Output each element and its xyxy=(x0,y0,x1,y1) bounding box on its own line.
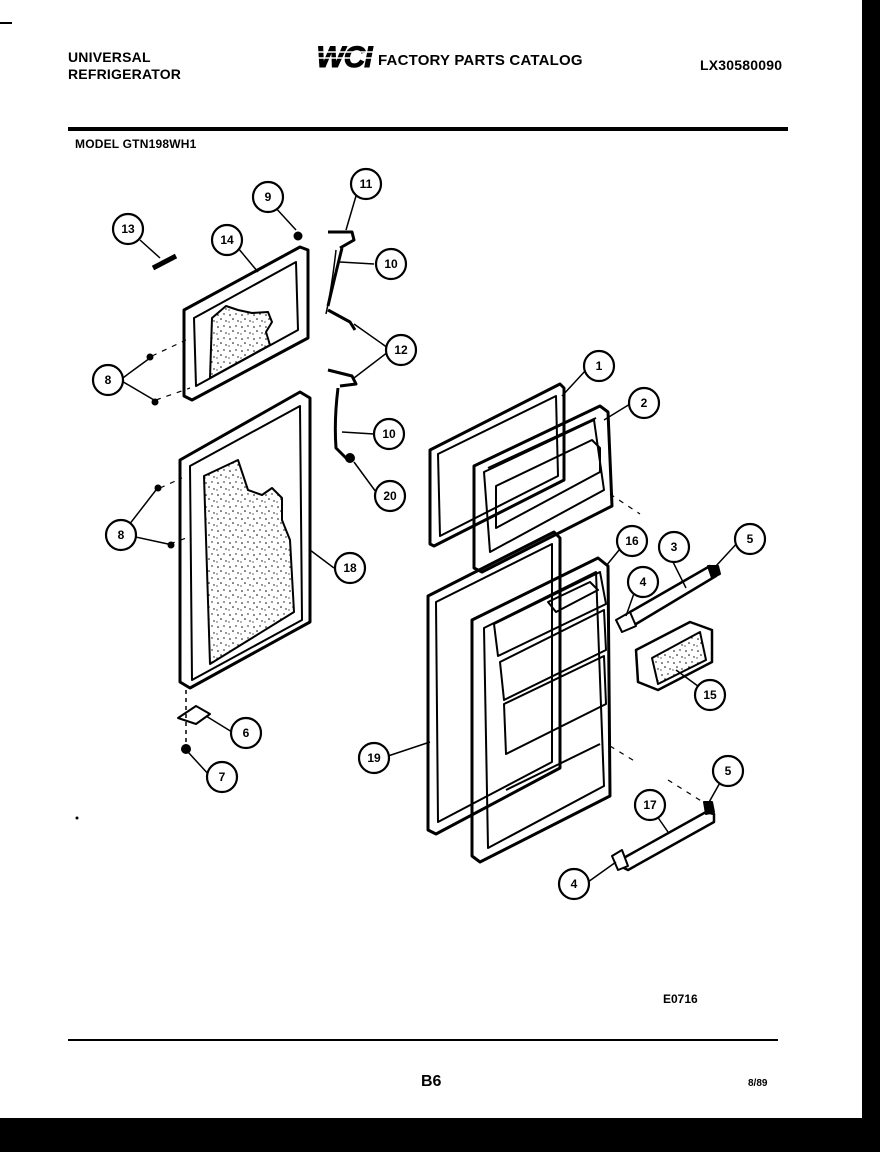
svg-text:6: 6 xyxy=(243,726,250,740)
lower-handle-bracket xyxy=(327,368,358,464)
callout-11: 11 xyxy=(349,167,383,201)
callout-1: 1 xyxy=(582,349,616,383)
callout-8-lower: 8 xyxy=(104,518,138,552)
catalog-number: LX30580090 xyxy=(700,57,783,73)
svg-text:5: 5 xyxy=(747,532,754,546)
footer-rule xyxy=(68,1039,778,1041)
brand-name: UNIVERSAL REFRIGERATOR xyxy=(68,49,181,83)
callout-4-lower: 4 xyxy=(557,867,591,901)
butter-compartment xyxy=(634,620,714,692)
svg-text:10: 10 xyxy=(384,257,398,271)
callout-15: 15 xyxy=(693,678,727,712)
scan-border-bottom xyxy=(0,1118,880,1152)
callout-6: 6 xyxy=(229,716,263,750)
svg-text:11: 11 xyxy=(360,177,373,191)
svg-text:12: 12 xyxy=(394,343,408,357)
header-rule xyxy=(68,127,788,131)
callout-17: 17 xyxy=(633,788,667,822)
freezer-rail xyxy=(151,253,178,271)
callout-12: 12 xyxy=(384,333,418,367)
page-number: B6 xyxy=(421,1073,442,1090)
drawing-code: E0716 xyxy=(663,992,698,1006)
callout-8-upper: 8 xyxy=(91,363,125,397)
svg-text:8: 8 xyxy=(105,373,112,387)
callout-2: 2 xyxy=(627,386,661,420)
callout-4-upper: 4 xyxy=(626,565,660,599)
svg-text:14: 14 xyxy=(220,233,234,247)
svg-text:5: 5 xyxy=(725,764,732,778)
svg-text:1: 1 xyxy=(596,359,603,373)
hinge-screw xyxy=(181,744,191,754)
svg-text:4: 4 xyxy=(640,575,647,589)
callout-5-lower: 5 xyxy=(711,754,745,788)
svg-text:16: 16 xyxy=(625,534,639,548)
svg-text:7: 7 xyxy=(219,770,226,784)
callout-10-upper: 10 xyxy=(374,247,408,281)
svg-text:19: 19 xyxy=(367,751,381,765)
catalog-title: FACTORY PARTS CATALOG xyxy=(378,52,583,69)
brand-line-2: REFRIGERATOR xyxy=(68,66,182,82)
door-shelf-lower xyxy=(618,810,716,872)
svg-text:18: 18 xyxy=(343,561,357,575)
screw xyxy=(293,231,303,241)
svg-text:17: 17 xyxy=(643,798,657,812)
callout-7: 7 xyxy=(205,760,239,794)
freezer-door-liner xyxy=(182,245,310,402)
svg-text:4: 4 xyxy=(571,877,578,891)
callout-18: 18 xyxy=(333,551,367,585)
callout-20: 20 xyxy=(373,479,407,513)
callout-16: 16 xyxy=(615,524,649,558)
svg-text:3: 3 xyxy=(671,540,678,554)
svg-text:13: 13 xyxy=(121,222,135,236)
callout-14: 14 xyxy=(210,223,244,257)
callout-13: 13 xyxy=(111,212,145,246)
callout-10-lower: 10 xyxy=(372,417,406,451)
svg-text:15: 15 xyxy=(703,688,717,702)
fresh-food-door xyxy=(470,556,612,864)
fresh-food-door-liner xyxy=(178,390,312,690)
bottom-hinge xyxy=(177,705,211,725)
callout-3: 3 xyxy=(657,530,691,564)
revision-date: 8/89 xyxy=(748,1078,768,1089)
freezer-door xyxy=(472,404,614,574)
svg-text:2: 2 xyxy=(641,396,648,410)
scan-mark xyxy=(0,22,12,24)
svg-text:8: 8 xyxy=(118,528,125,542)
svg-text:10: 10 xyxy=(382,427,396,441)
svg-text:20: 20 xyxy=(383,489,397,503)
callout-19: 19 xyxy=(357,741,391,775)
freezer-gasket xyxy=(428,382,566,548)
brand-line-1: UNIVERSAL xyxy=(68,49,151,65)
fresh-food-gasket xyxy=(426,530,562,836)
scan-border-right xyxy=(862,0,880,1152)
model-number: MODEL GTN198WH1 xyxy=(75,137,197,151)
callout-9: 9 xyxy=(251,180,285,214)
svg-text:9: 9 xyxy=(265,190,272,204)
wci-logo: WCI xyxy=(315,41,375,74)
callout-5-upper: 5 xyxy=(733,522,767,556)
